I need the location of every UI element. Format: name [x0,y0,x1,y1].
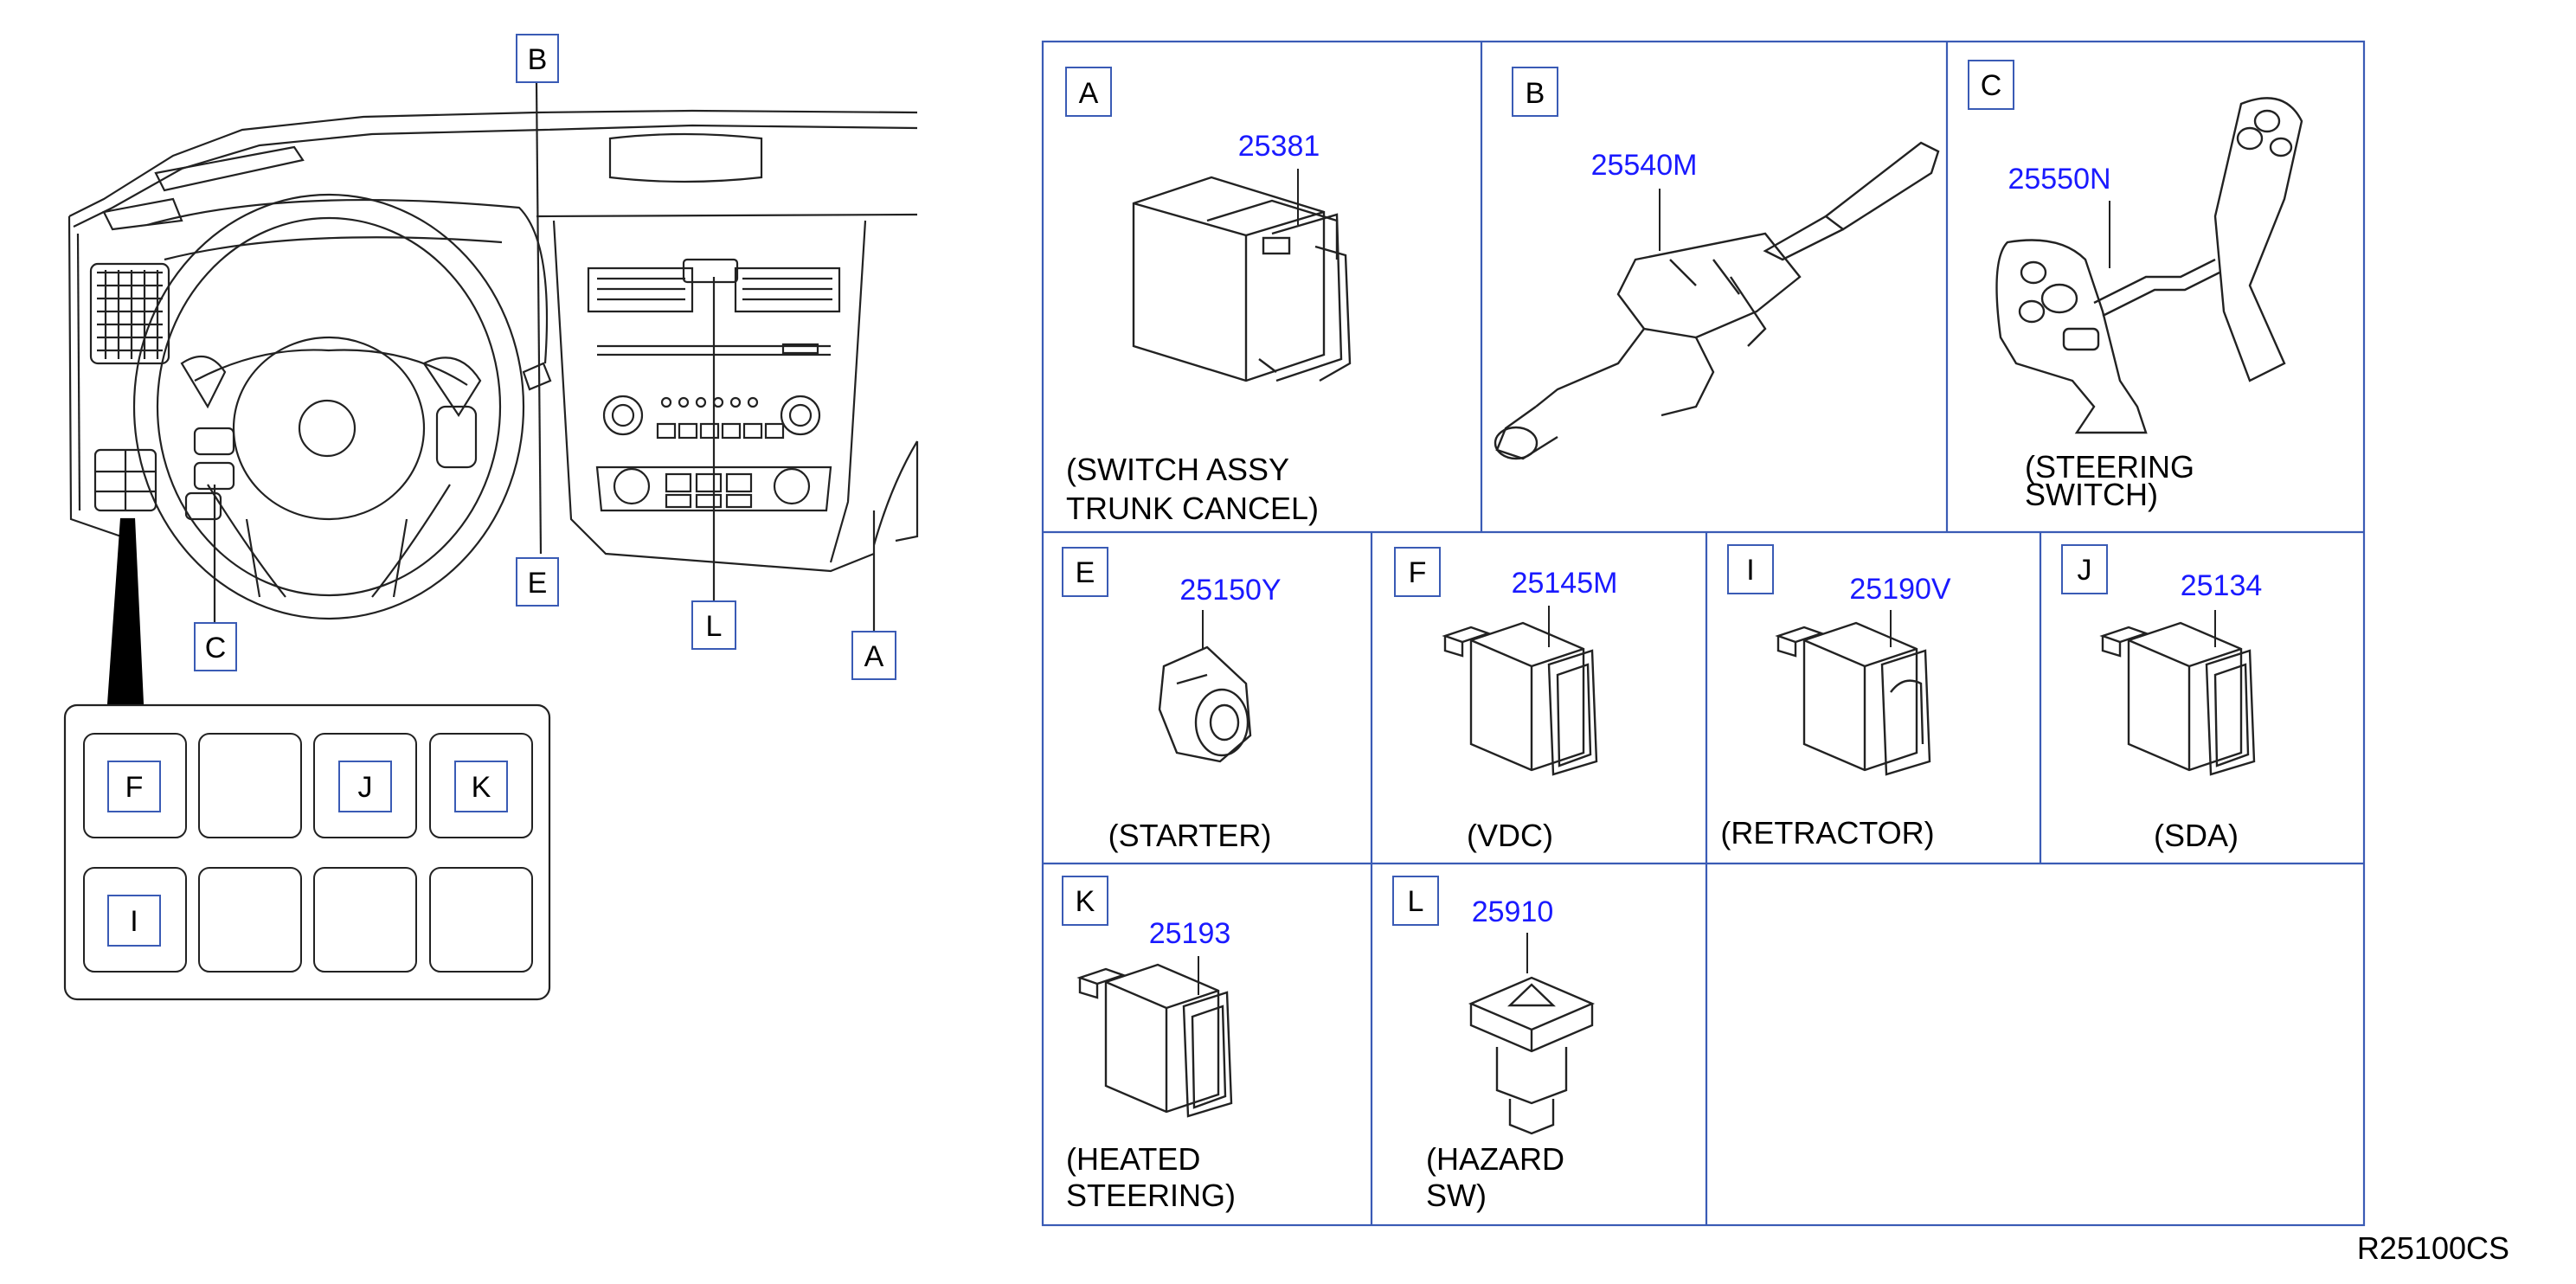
hazard-switch-drawing [1468,976,1596,1135]
part-number: 25550N [2007,163,2110,196]
part-number: 25193 [1149,917,1231,950]
combination-switch-drawing [1494,141,1940,460]
caption-line: STEERING) [1066,1178,1236,1213]
callout-C: C [194,622,237,671]
callout-label: I [130,905,138,938]
cell-F: F 25145M (VDC) [1394,547,1618,853]
caption-line: (STEERING [2025,449,2194,485]
part-number: 25145M [1512,567,1618,600]
cell-key: I [1746,554,1754,587]
cell-A: A 25381 (SWITCH ASSY TRUNK CANCEL) [1065,67,1352,526]
trunk-cancel-switch-drawing [1132,176,1352,382]
cell-key: B [1526,77,1545,110]
sda-switch-drawing [2099,621,2256,776]
callout-E: E [516,557,559,607]
panel-callout-J: J [338,761,392,812]
heated-steering-switch-drawing [1076,963,1233,1118]
cell-K: K 25193 (HEATED STEERING) [1062,876,1236,1213]
cell-key: C [1981,69,2002,102]
callout-label: F [125,771,144,804]
panel-callout-F: F [107,761,161,812]
panel-callout-I: I [107,895,161,947]
cell-C: C 25550N (STEERING SWITCH) [1968,60,2303,512]
callout-label: E [528,567,548,600]
callout-B: B [516,34,559,83]
dashboard-illustration [67,81,919,707]
switch-panel-inset: F J K I [63,703,551,1001]
cell-key: A [1079,77,1099,110]
callout-A: A [851,631,896,680]
caption-line: (SDA) [2154,818,2239,853]
callout-label: K [472,771,491,804]
caption-line: SWITCH) [2025,477,2158,512]
callout-label: A [864,640,884,673]
cell-key: E [1076,556,1095,589]
cell-B: B 25540M [1494,67,1940,460]
cell-I: I 25190V (RETRACTOR) [1720,544,1951,851]
part-number: 25190V [1849,573,1951,606]
retractor-switch-drawing [1775,621,1931,776]
callout-label: J [358,771,373,804]
cell-key: L [1408,885,1424,918]
dashboard-callouts: B E C L A [194,34,896,680]
cell-J: J 25134 (SDA) [2061,544,2263,853]
starter-switch-drawing [1158,645,1252,763]
caption-line: (SWITCH ASSY [1066,452,1289,487]
reference-code: R25100CS [2357,1230,2509,1266]
part-number: 25134 [2181,569,2263,602]
cell-E: E 25150Y (STARTER) [1062,547,1282,853]
caption-line: (VDC) [1467,818,1553,853]
part-number: 25910 [1472,896,1554,928]
callout-label: B [528,43,548,76]
caption-line: SW) [1426,1178,1487,1213]
cell-key: K [1076,885,1095,918]
caption-line: (HAZARD [1426,1141,1564,1177]
caption-line: (RETRACTOR) [1720,815,1934,851]
panel-callout-K: K [454,761,508,812]
cell-L: L 25910 (HAZARD SW) [1392,876,1596,1213]
parts-grid [1041,40,2366,1227]
cell-key: J [2078,554,2092,587]
caption-line: (STARTER) [1108,818,1272,853]
part-number: 25381 [1238,130,1320,163]
callout-L: L [691,600,736,650]
cell-key: F [1409,556,1427,589]
caption-line: TRUNK CANCEL) [1066,491,1319,526]
part-number: 25540M [1591,149,1698,182]
callout-label: C [205,632,227,664]
steering-switch-drawing [1995,97,2303,434]
caption-line: (HEATED [1066,1141,1200,1177]
callout-label: L [706,610,723,643]
vdc-switch-drawing [1442,621,1598,776]
part-number: 25150Y [1179,574,1281,607]
